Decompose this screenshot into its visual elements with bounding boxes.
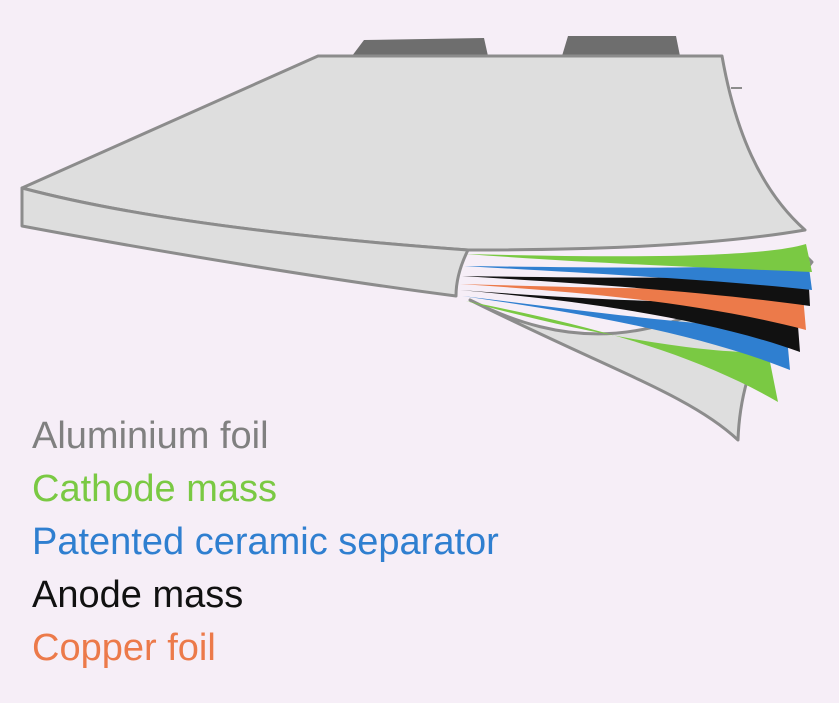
layer-stack	[460, 244, 812, 402]
layer-orange	[460, 284, 806, 330]
legend-item-anode-mass: Anode mass	[32, 574, 244, 616]
legend: Aluminium foil Cathode mass Patented cer…	[32, 410, 499, 675]
terminal-tab-right	[562, 36, 680, 56]
layer-blue-lower	[462, 296, 790, 370]
legend-item-cathode-mass: Cathode mass	[32, 468, 278, 510]
top-foil-front-edge	[20, 186, 470, 298]
layer-green-lower	[466, 301, 778, 402]
legend-item-aluminium-foil: Aluminium foil	[32, 415, 269, 457]
terminal-tabs	[352, 36, 680, 56]
layer-green-upper	[466, 244, 812, 272]
legend-item-copper-foil: Copper foil	[32, 627, 216, 669]
top-foil	[20, 54, 807, 298]
legend-item-ceramic-separator: Patented ceramic separator	[32, 521, 499, 563]
terminal-tab-left	[352, 38, 488, 56]
